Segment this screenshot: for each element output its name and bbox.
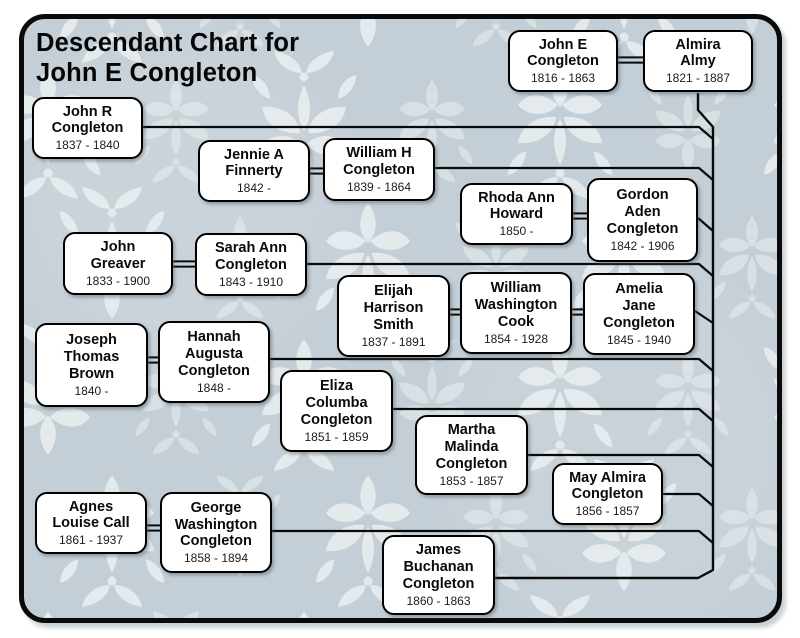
person-dates: 1848 - (196, 380, 232, 395)
person-name: John R Congleton (51, 103, 124, 137)
person-dates: 1843 - 1910 (218, 274, 284, 289)
person-dates: 1858 - 1894 (183, 551, 249, 566)
person-dates: 1850 - (499, 224, 534, 239)
person-dates: 1842 - (236, 181, 272, 196)
person-dates: 1839 - 1864 (346, 179, 412, 194)
person-name: William Washington Cook (474, 280, 558, 330)
person-name: May Almira Congleton (569, 469, 646, 503)
person-dates: 1833 - 1900 (85, 273, 151, 288)
person-dates: 1854 - 1928 (483, 331, 549, 346)
person-name: Sarah Ann Congleton (215, 240, 287, 273)
person-name: William H Congleton (343, 145, 415, 178)
chart-title-line2: John E Congleton (36, 59, 258, 88)
person-name: Joseph Thomas Brown (63, 332, 120, 382)
person-name: George Washington Congleton (174, 499, 258, 550)
person-dates: 1856 - 1857 (575, 504, 640, 519)
person-dates: 1837 - 1840 (55, 138, 120, 153)
person-name: Agnes Louise Call (52, 498, 130, 532)
person-dates: 1837 - 1891 (361, 334, 426, 349)
person-name: John E Congleton (527, 36, 599, 70)
person-name: Hannah Augusta Congleton (178, 329, 250, 379)
person-dates: 1816 - 1863 (530, 71, 596, 86)
person-dates: 1821 - 1887 (665, 71, 731, 86)
chart-title: Descendant Chart for John E Congleton (36, 28, 299, 88)
person-dates: 1845 - 1940 (606, 332, 672, 347)
person-name: James Buchanan Congleton (402, 542, 475, 592)
person-name: Almira Almy (675, 36, 721, 70)
person-dates: 1851 - 1859 (304, 429, 369, 444)
person-name: Elijah Harrison Smith (363, 283, 424, 333)
person-dates: 1860 - 1863 (406, 593, 471, 608)
person-dates: 1840 - (74, 383, 109, 398)
person-name: Amelia Jane Congleton (603, 281, 675, 331)
person-name: Rhoda Ann Howard (478, 189, 555, 223)
person-dates: 1842 - 1906 (610, 238, 675, 253)
person-dates: 1861 - 1937 (58, 533, 124, 548)
person-name: Jennie A Finnerty (224, 146, 284, 180)
person-name: John Greaver (90, 239, 146, 272)
person-name: Gordon Aden Congleton (606, 187, 679, 237)
person-name: Eliza Columba Congleton (300, 378, 373, 428)
person-name: Martha Malinda Congleton (435, 422, 508, 472)
chart-title-line1: Descendant Chart for (36, 29, 300, 57)
person-dates: 1853 - 1857 (439, 473, 504, 488)
